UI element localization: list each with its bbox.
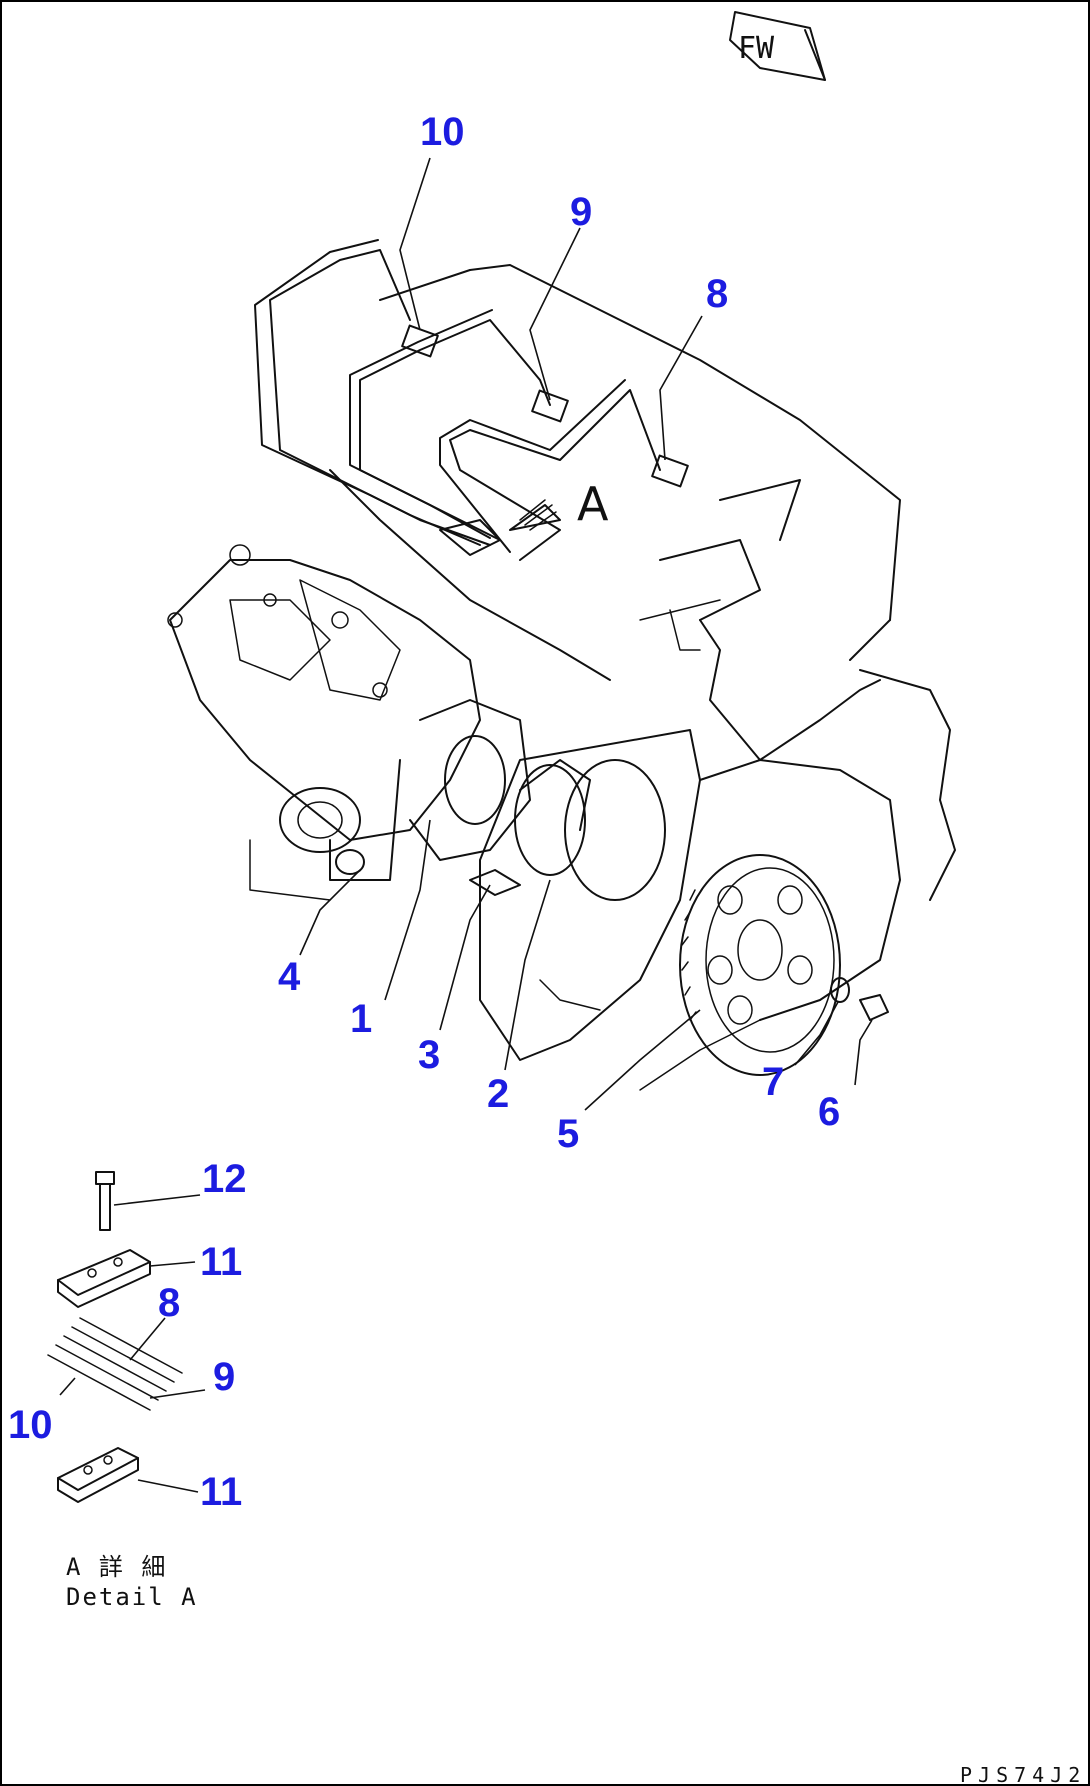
leader-lines	[299, 157, 873, 1111]
callout-7: 7	[762, 1060, 784, 1104]
forward-direction-badge: FW	[729, 11, 826, 81]
bolt-part-6	[859, 994, 889, 1021]
key-part-3	[469, 869, 521, 896]
tube-nut-9	[531, 389, 569, 423]
detail-callout-12: 12	[202, 1157, 247, 1201]
detail-caption-en: Detail A	[66, 1583, 198, 1611]
detail-caption-jp: A 詳 細	[66, 1553, 167, 1581]
tube-nut-10	[401, 324, 439, 358]
detail-a: 12 11 8 9 10	[8, 1157, 247, 1611]
fw-label: FW	[738, 31, 775, 66]
callout-3: 3	[418, 1033, 440, 1077]
detail-callout-11-top: 11	[200, 1240, 242, 1284]
detail-callout-9: 9	[213, 1355, 235, 1399]
drawing-id: PJS74J2	[960, 1763, 1086, 1786]
section-label-a: A	[577, 477, 609, 531]
detail-bolt-12	[95, 1171, 201, 1231]
detail-callout-8: 8	[158, 1281, 180, 1325]
callout-8: 8	[706, 272, 728, 316]
callout-1: 1	[350, 997, 372, 1041]
pump-drive-gear	[514, 759, 591, 876]
callout-4: 4	[278, 955, 301, 999]
engine-block	[329, 264, 956, 901]
detail-callout-10: 10	[8, 1403, 53, 1447]
washer-part-7	[830, 977, 850, 1003]
nut-part-4	[335, 849, 365, 875]
callout-5: 5	[557, 1112, 579, 1156]
callout-9: 9	[570, 190, 592, 234]
flywheel	[679, 854, 841, 1076]
detail-tubes	[47, 1317, 206, 1411]
callout-6: 6	[818, 1090, 840, 1134]
section-arrow-a: A	[509, 477, 609, 531]
injection-tubes	[254, 239, 689, 561]
tube-nut-8	[651, 454, 689, 488]
injection-pump	[167, 544, 531, 901]
detail-clamp-top	[57, 1249, 196, 1308]
tube-8	[449, 389, 661, 561]
detail-clamp-bottom	[57, 1447, 199, 1503]
detail-callout-11-bottom: 11	[200, 1470, 242, 1514]
callout-2: 2	[487, 1072, 509, 1116]
tube-clamp	[439, 519, 501, 556]
callout-10: 10	[420, 110, 465, 154]
